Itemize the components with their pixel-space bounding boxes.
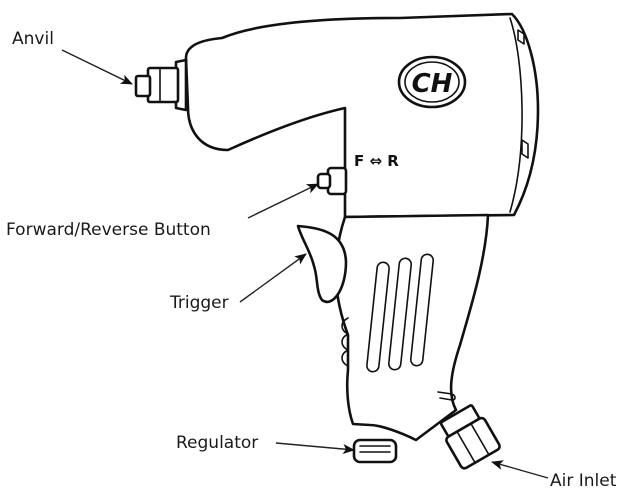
trigger-part [296,224,348,304]
rear-vent [517,29,525,45]
grip-scallops [341,317,349,367]
brand-logo-text: CH [412,69,453,99]
motor-housing [184,12,540,219]
label-regulator: Regulator [176,433,258,453]
direction-marking: F ⇔ R [354,152,399,170]
grip-grooves [366,253,435,373]
rear-cap-line [509,17,523,213]
handle [334,213,490,442]
brand-logo: CH [397,55,467,109]
base-detail [437,391,456,401]
trigger-leader [239,253,307,303]
tool-body: F ⇔ R CH [134,12,540,470]
rear-vent-2 [521,139,529,159]
regulator-leader [275,442,355,454]
label-trigger: Trigger [169,293,229,313]
callout-labels: Anvil Forward/Reverse Button Trigger Reg… [6,29,617,491]
label-air-inlet: Air Inlet [550,471,617,491]
air-inlet-leader [491,460,549,479]
label-forward-reverse: Forward/Reverse Button [6,220,211,240]
callout-leaders [61,49,549,479]
air-inlet-part [439,404,501,470]
anvil-leader [61,49,133,85]
label-anvil: Anvil [12,29,54,49]
forward-reverse-leader [247,183,319,219]
regulator-part [352,438,398,464]
forward-reverse-button-part [316,166,348,196]
anvil-part [134,66,180,104]
